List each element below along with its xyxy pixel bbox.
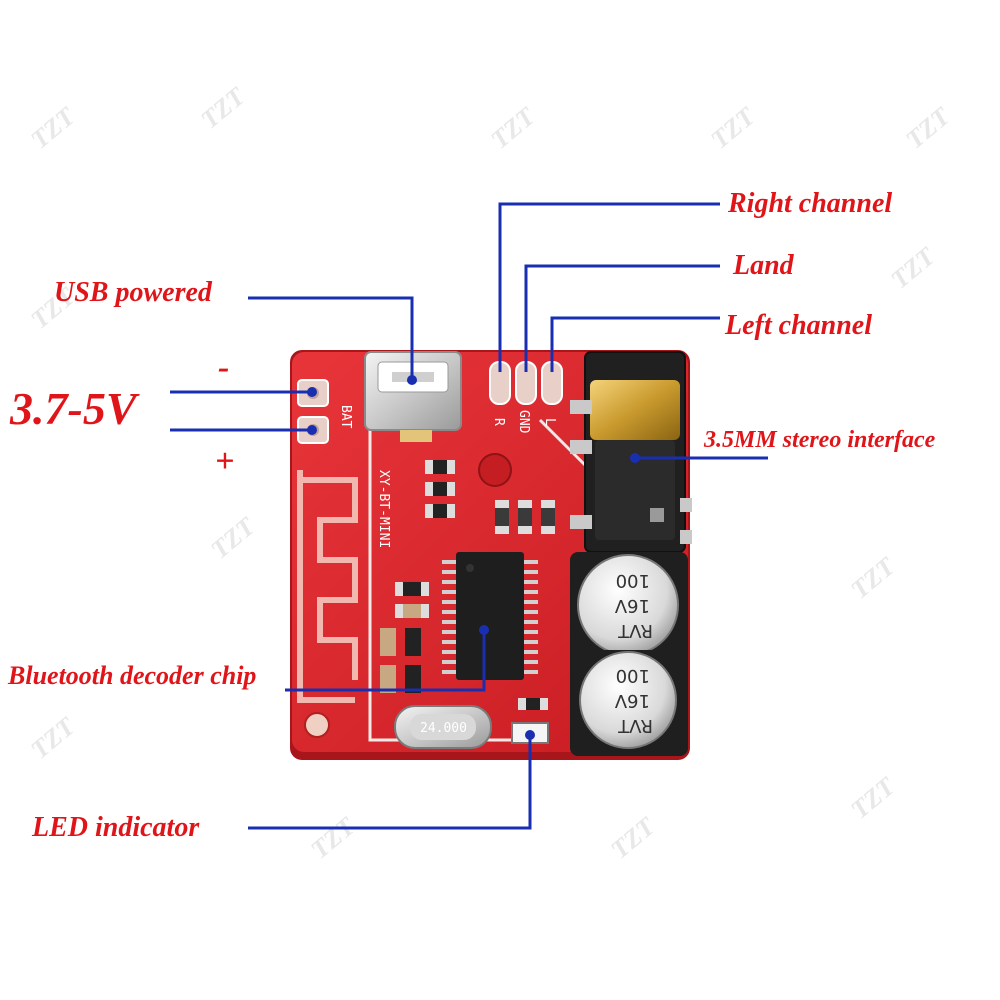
- crystal-marking: 24.000: [420, 721, 467, 736]
- leader-dot: [479, 625, 489, 635]
- pin-label-gnd: GND: [516, 410, 531, 434]
- capacitor-voltage: 16V: [614, 690, 650, 711]
- capacitor-brand: RVT: [617, 620, 653, 641]
- watermark: TZT: [605, 811, 661, 865]
- capacitor-value: 100: [616, 665, 650, 686]
- label-led-indicator: LED indicator: [31, 812, 200, 843]
- audio-output-pads: R GND L: [489, 361, 563, 434]
- leader-dot: [307, 425, 317, 435]
- leader-usb-powered: [248, 296, 414, 380]
- leader-dot: [307, 387, 317, 397]
- leader-lines: [170, 202, 768, 830]
- label-plus: +: [215, 443, 234, 480]
- electrolytic-capacitor-1: RVT 16V 100: [570, 552, 688, 664]
- label-land: Land: [732, 250, 795, 281]
- leader-land: [524, 264, 720, 372]
- bluetooth-decoder-chip: [442, 552, 538, 680]
- pcb-board: XY-BT-MINI BAT R GND L: [290, 350, 692, 760]
- watermark: TZT: [485, 101, 541, 155]
- label-stereo-interface: 3.5MM stereo interface: [703, 427, 936, 453]
- watermark: TZT: [305, 811, 361, 865]
- watermark: TZT: [845, 771, 901, 825]
- label-usb-powered: USB powered: [54, 277, 213, 308]
- label-minus: -: [218, 349, 229, 386]
- watermark: TZT: [705, 101, 761, 155]
- smd-components: [380, 460, 555, 710]
- watermark: TZT: [25, 101, 81, 155]
- watermark: TZT: [900, 101, 956, 155]
- leader-right-channel: [498, 202, 720, 372]
- mounting-hole: [478, 453, 512, 487]
- label-decoder-chip: Bluetooth decoder chip: [7, 661, 256, 690]
- crystal-oscillator: 24.000: [394, 705, 492, 749]
- watermark: TZT: [25, 711, 81, 765]
- capacitor-value: 100: [616, 570, 650, 591]
- pin-label-l: L: [542, 418, 557, 426]
- capacitor-voltage: 16V: [614, 595, 650, 616]
- pin-label-r: R: [491, 418, 506, 426]
- leader-dot: [525, 730, 535, 740]
- pcb-antenna: [297, 470, 358, 703]
- electrolytic-capacitor-2: RVT 16V 100: [570, 650, 688, 756]
- leader-left-channel: [550, 316, 720, 372]
- board-model-silkscreen: XY-BT-MINI: [376, 470, 391, 548]
- callout-labels: Right channel Land USB powered Left chan…: [7, 188, 936, 843]
- capacitor-brand: RVT: [617, 715, 653, 736]
- label-voltage: 3.7-5V: [9, 383, 140, 434]
- leader-led-indicator: [248, 735, 532, 830]
- label-right-channel: Right channel: [727, 188, 892, 219]
- mounting-hole: [304, 712, 330, 738]
- watermark: TZT: [845, 551, 901, 605]
- bat-silkscreen: BAT: [338, 405, 353, 429]
- label-left-channel: Left channel: [724, 310, 872, 341]
- leader-decoder-chip: [285, 630, 486, 692]
- leader-dot: [407, 375, 417, 385]
- watermark: TZT: [195, 81, 251, 135]
- watermark: TZT: [885, 241, 941, 295]
- leader-dot: [630, 453, 640, 463]
- watermark: TZT: [205, 511, 261, 565]
- audio-jack-3-5mm: [570, 351, 692, 553]
